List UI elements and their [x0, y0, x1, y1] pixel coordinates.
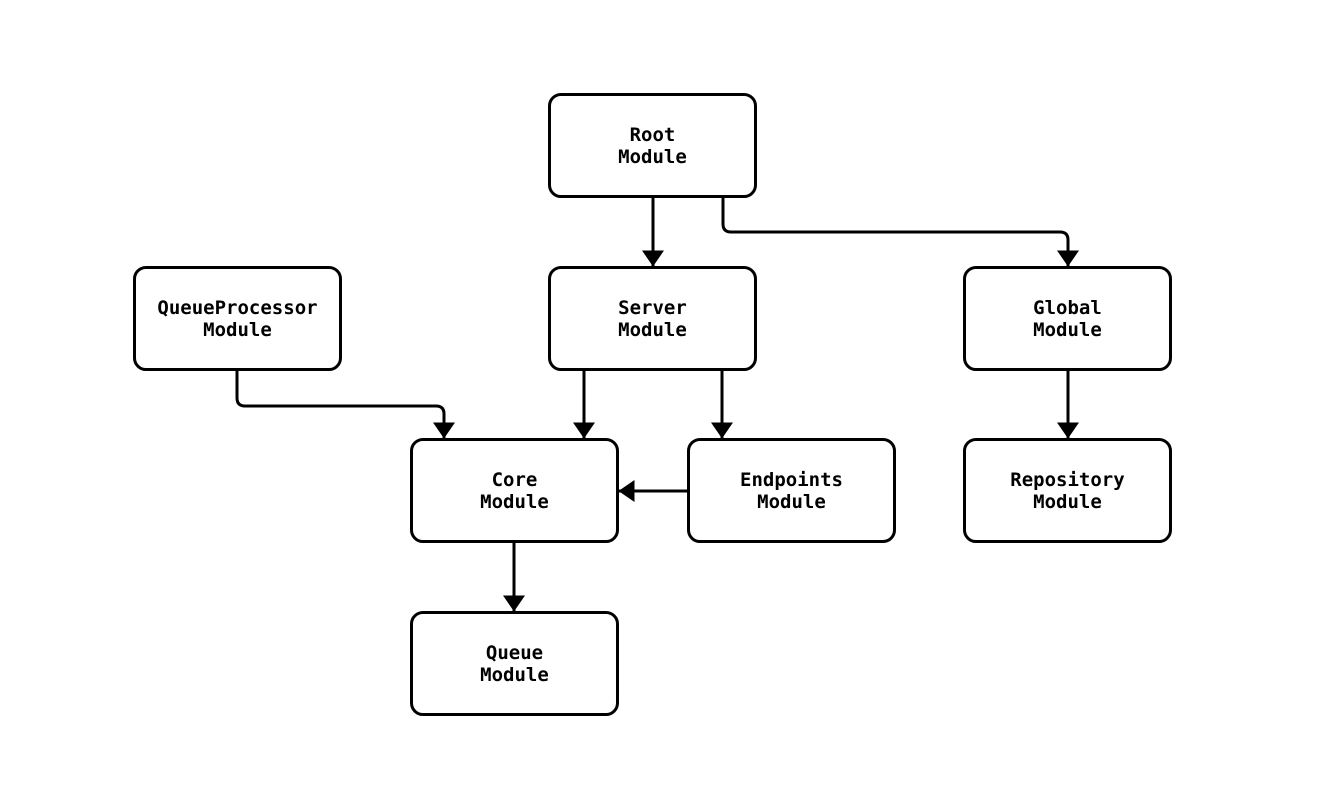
node-label-line1: Server — [618, 296, 687, 319]
node-label-line2: Module — [618, 318, 687, 341]
node-core-module: Core Module — [410, 438, 619, 543]
node-label-line2: Module — [757, 490, 826, 513]
node-label-line1: Global — [1033, 296, 1102, 319]
node-label-line1: Endpoints — [740, 468, 843, 491]
node-label-line2: Module — [203, 318, 272, 341]
node-endpoints-module: Endpoints Module — [687, 438, 896, 543]
edges-group — [235, 198, 1079, 612]
node-label-line2: Module — [1033, 318, 1102, 341]
node-root-module: Root Module — [548, 93, 757, 198]
node-label-line2: Module — [480, 490, 549, 513]
node-label-line1: QueueProcessor — [157, 296, 318, 319]
node-label-line1: Core — [491, 468, 538, 491]
edge-root-to-global — [721, 198, 1079, 267]
node-server-module: Server Module — [548, 266, 757, 371]
node-queue-module: Queue Module — [410, 611, 619, 716]
node-label-line1: Repository — [1010, 468, 1125, 491]
edge-queueprocessor-to-core — [235, 371, 455, 439]
node-global-module: Global Module — [963, 266, 1172, 371]
node-label-line1: Queue — [485, 641, 544, 664]
node-queueprocessor-module: QueueProcessor Module — [133, 266, 342, 371]
node-label-line2: Module — [480, 663, 549, 686]
node-label-line2: Module — [1033, 490, 1102, 513]
node-label-line1: Root — [629, 123, 676, 146]
node-label-line2: Module — [618, 145, 687, 168]
node-repository-module: Repository Module — [963, 438, 1172, 543]
